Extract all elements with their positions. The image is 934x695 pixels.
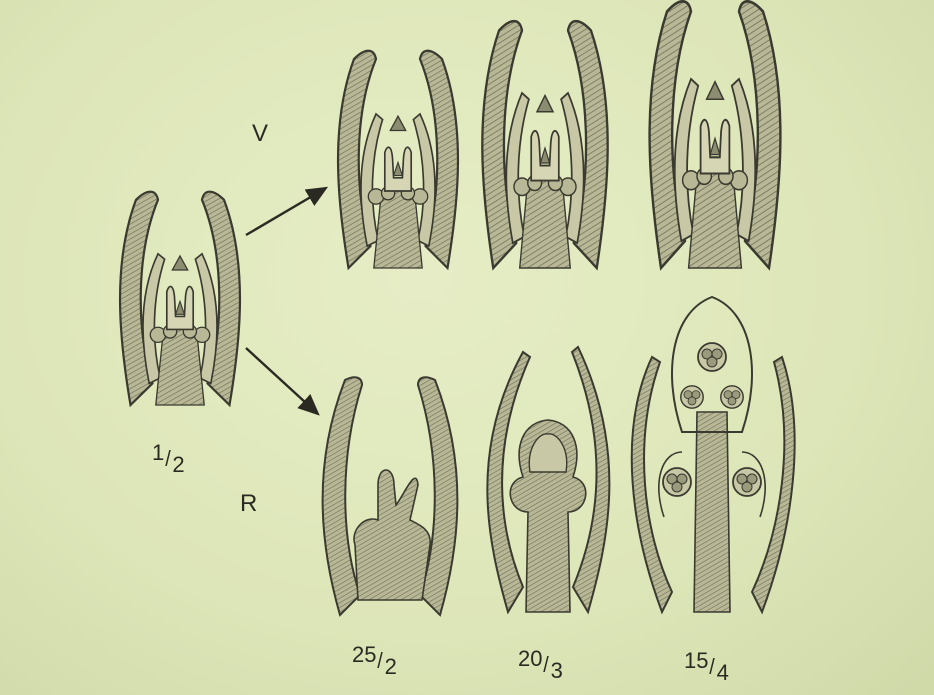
stage-r3-slash: /: [710, 654, 716, 680]
bud-v2: [482, 21, 607, 268]
stage-r2-den: 3: [551, 658, 563, 683]
stage-r1-num: 25: [352, 642, 376, 667]
stage-label-r1: 25/2: [352, 648, 397, 674]
bud-stage-start: [120, 192, 240, 405]
bud-r2: [487, 347, 609, 612]
stage-start-num: 1: [152, 440, 164, 465]
bud-r1: [323, 377, 458, 615]
stage-r1-den: 2: [385, 654, 397, 679]
stage-r2-num: 20: [518, 646, 542, 671]
arrow-to-r: [246, 348, 318, 414]
row-label-v: V: [252, 120, 269, 148]
stage-label-r3: 15/4: [684, 654, 729, 680]
bud-r3: [632, 297, 795, 612]
stage-r2-slash: /: [544, 652, 550, 678]
stage-label-start: 1/2: [152, 446, 185, 472]
stage-r3-den: 4: [717, 660, 729, 685]
stage-label-r2: 20/3: [518, 652, 563, 678]
bud-v3: [650, 1, 781, 268]
arrow-to-v: [246, 188, 326, 235]
stage-start-slash: /: [166, 446, 172, 472]
stage-r3-num: 15: [684, 648, 708, 673]
stage-start-den: 2: [172, 452, 184, 477]
row-label-r: R: [240, 490, 258, 518]
bud-v1: [338, 51, 458, 268]
stage-r1-slash: /: [378, 648, 384, 674]
